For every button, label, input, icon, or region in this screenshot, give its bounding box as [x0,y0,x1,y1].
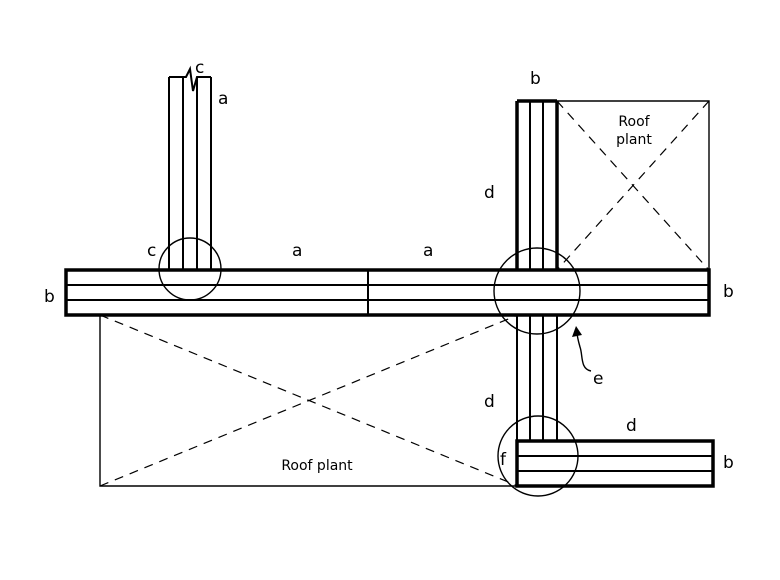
label-d-lower: d [484,392,495,412]
label-a-right: a [423,241,433,261]
roof-plant-lower-label: Roof plant [281,458,353,474]
label-b-right: b [723,282,734,302]
upper-left-vertical-member [168,65,212,270]
label-e: e [593,369,603,389]
roof-plant-lower-cross-2 [99,314,519,487]
upper-right-vertical-member [515,99,559,270]
leader-arrow-e [572,326,592,372]
arrowhead-e [572,326,582,337]
roof-plant-lower-area: Roof plant [99,314,519,487]
bottom-right-horizontal-member [515,439,715,488]
detail-circle-f [497,415,579,497]
label-b-left: b [44,287,55,307]
label-c-left: c [147,241,156,261]
break-symbol [169,65,211,92]
label-b-bottom-right: b [723,453,734,473]
label-a-top: a [218,89,228,109]
roof-plant-upper-cross-2 [556,100,710,271]
label-c-top: c [195,58,204,78]
label-a-left: a [292,241,302,261]
roof-plant-upper-area: Roof plant [556,100,710,271]
br-member-outline [515,439,715,488]
leader-line-e [576,331,592,372]
label-f: f [500,450,507,470]
label-b-top-right: b [530,69,541,89]
roof-plant-upper-label-line1: Roof [618,114,650,130]
detail-circle-c [158,237,222,301]
main-beam-outline [64,268,711,317]
lower-vertical-member [516,315,558,441]
label-d-upper: d [484,183,495,203]
main-horizontal-beam [64,268,711,317]
roof-plant-upper-label-line2: plant [616,132,652,148]
label-d-bottom: d [626,416,637,436]
detail-circle-e [493,247,581,335]
